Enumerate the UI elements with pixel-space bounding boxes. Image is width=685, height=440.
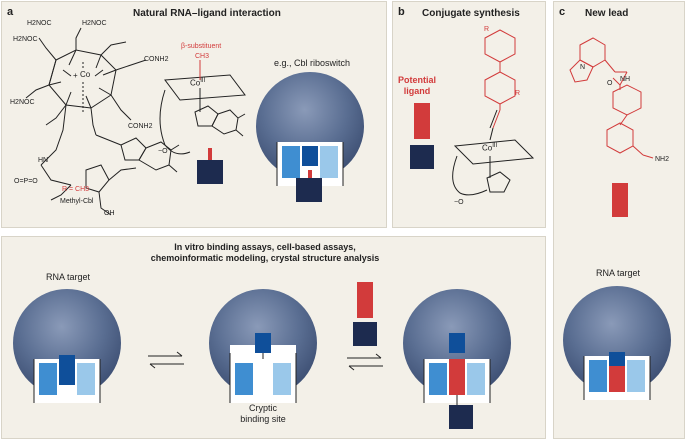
panel-a-letter: a xyxy=(7,6,14,18)
panel-b-letter: b xyxy=(398,6,405,18)
o-label: O xyxy=(607,80,613,87)
rna-sphere-2 xyxy=(209,289,317,403)
co-simplified xyxy=(159,60,246,155)
ligand-red-bottom xyxy=(357,282,373,318)
ligand-red-b xyxy=(414,103,430,139)
equilibrium-arrow-1 xyxy=(148,351,184,369)
rna-sphere-3 xyxy=(403,289,511,405)
panel-b-title: Conjugate synthesis xyxy=(422,8,520,19)
group-label-3: H2NOC xyxy=(13,36,38,43)
o-minus-label-b: −O xyxy=(454,199,464,206)
r-label-2: R xyxy=(515,90,521,97)
r-label-1: R xyxy=(484,26,490,33)
group-label-2: H2NOC xyxy=(82,20,107,27)
riboswitch-label: e.g., Cbl riboswitch xyxy=(274,58,351,68)
nh-label: NH xyxy=(620,76,631,83)
conjugate-structure xyxy=(452,29,535,196)
group-label-1: H2NOC xyxy=(27,20,52,27)
methyl-cbl-label: Methyl-Cbl xyxy=(60,198,94,205)
panel-a-title: Natural RNA–ligand interaction xyxy=(133,8,281,19)
ligand-icon-a xyxy=(208,148,212,160)
riboswitch-sphere xyxy=(256,72,364,186)
ligand-navy-bound xyxy=(449,405,473,429)
co-iii-label: CoIII xyxy=(190,78,206,88)
n-label: N xyxy=(580,64,586,71)
panel-c-title: New lead xyxy=(585,8,629,19)
rna-target-sphere-c xyxy=(563,286,671,400)
oh-label: OH xyxy=(104,210,115,217)
r-label: R = CH3 xyxy=(62,186,90,193)
ligand-navy-bottom xyxy=(353,322,377,346)
methyl-label: CH3 xyxy=(195,53,210,60)
group-label-6: CONH2 xyxy=(128,123,153,130)
new-lead-structure xyxy=(569,37,654,159)
rna-target-label-bottom: RNA target xyxy=(46,272,91,282)
cobalamin-structure xyxy=(25,27,180,216)
bottom-title: In vitro binding assays, cell-based assa… xyxy=(150,242,380,263)
phosphate-label: O=P=O xyxy=(14,178,38,185)
co-iii-label-b: CoIII xyxy=(482,143,498,153)
ligand-block-a xyxy=(197,160,223,184)
group-label-5: H2NOC xyxy=(10,99,35,106)
ligand-navy-b xyxy=(410,145,434,169)
rna-sphere-1 xyxy=(13,289,121,403)
co-plus: + xyxy=(73,71,78,80)
group-label-4: CONH2 xyxy=(144,56,169,63)
equilibrium-arrow-2 xyxy=(347,353,383,371)
ligand-block-ribo xyxy=(296,178,322,202)
rna-target-label-c: RNA target xyxy=(596,268,641,278)
panel-c-letter: c xyxy=(559,6,566,18)
lead-red-block xyxy=(612,183,628,217)
beta-substituent-label: β-substituent xyxy=(181,43,222,50)
co-label: Co xyxy=(80,70,91,79)
nh2-label: NH2 xyxy=(655,156,670,163)
hn-label: HN xyxy=(38,157,49,164)
o-minus-label: −O xyxy=(158,148,168,155)
